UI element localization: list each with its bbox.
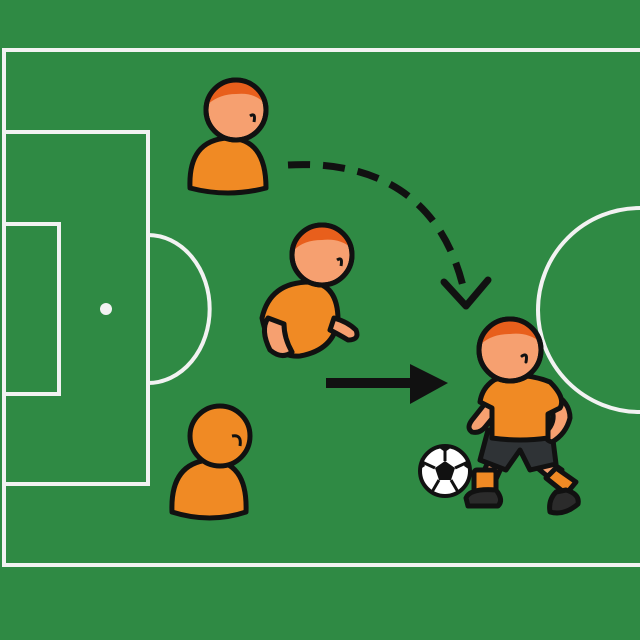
straight-pass-arrow <box>326 364 448 404</box>
soccer-ball-icon <box>418 444 472 498</box>
teammate-top-hair <box>208 81 265 104</box>
dribbler-player <box>463 316 581 516</box>
center-circle <box>536 206 640 414</box>
goal-area <box>2 222 61 396</box>
curved-run-arrow <box>287 161 492 310</box>
pitch-markings <box>2 48 640 567</box>
teammate-middle-hair <box>294 226 351 250</box>
teammate-middle-arm-left <box>262 315 295 358</box>
penalty-arc <box>147 233 212 385</box>
dribbler-boot-right <box>547 487 581 516</box>
dribbler-hair <box>481 320 540 344</box>
dribbler-shirt <box>477 373 565 443</box>
teammate-top <box>187 77 269 196</box>
teammate-bottom-body <box>169 457 249 521</box>
teammate-top-body <box>187 135 269 196</box>
teammate-bottom-head <box>187 403 253 469</box>
dribbler-boot-left <box>463 487 504 509</box>
teammate-bottom <box>169 403 253 521</box>
penalty-spot <box>100 303 112 315</box>
teammate-middle <box>259 222 360 359</box>
dribbler-sock-right <box>543 465 579 497</box>
teammate-middle-arm-right <box>327 315 360 343</box>
